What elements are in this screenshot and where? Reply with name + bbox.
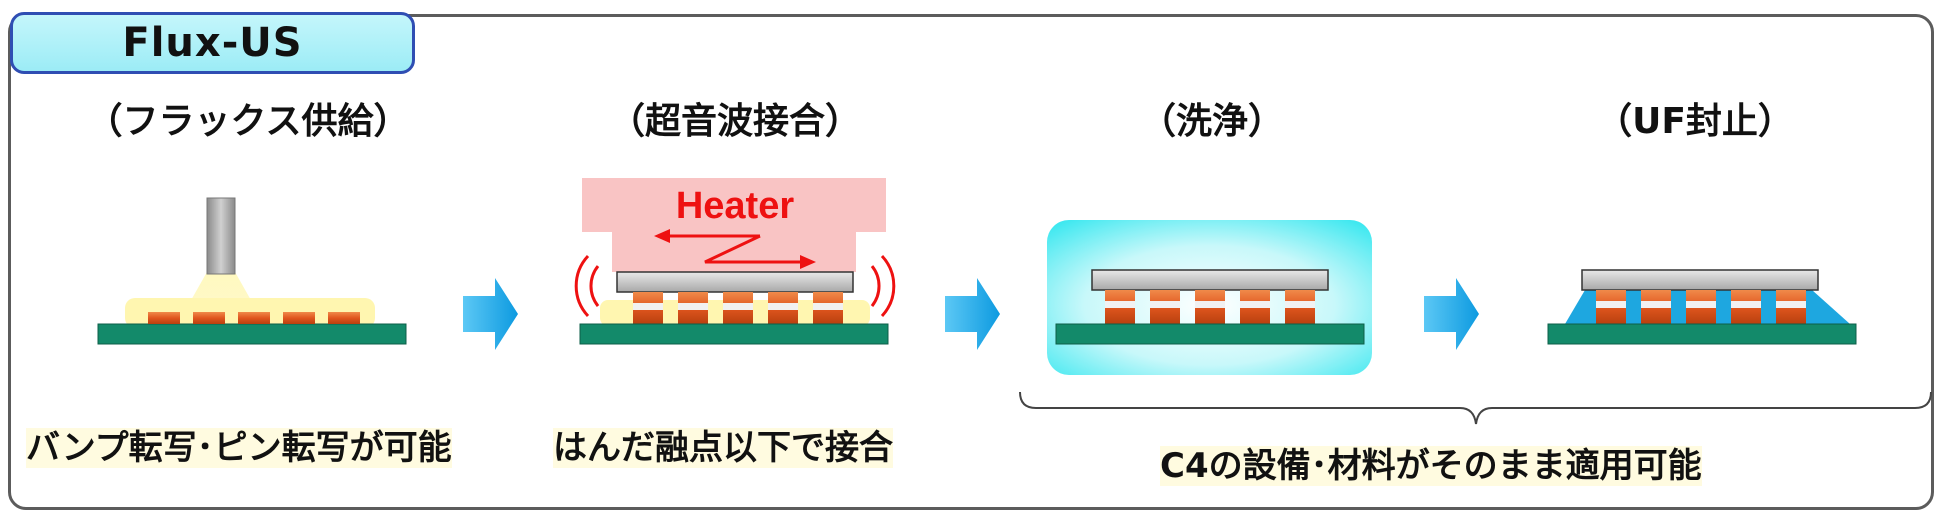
- flux-nozzle: [206, 197, 236, 275]
- substrate: [1055, 323, 1365, 345]
- caption-cleaning-uf: C4の設備･材料がそのまま適用可能: [1160, 446, 1702, 486]
- step2-illustration: Heater: [574, 178, 896, 345]
- chip: [1091, 269, 1329, 291]
- substrate: [1547, 323, 1857, 345]
- solder-bumps: [1105, 290, 1315, 324]
- step1-illustration: [97, 197, 407, 345]
- heater-block: [582, 178, 886, 232]
- ultrasonic-wave-left-icon: [574, 254, 600, 318]
- caption-flux-supply: バンプ転写･ピン転写が可能: [26, 428, 452, 468]
- chip: [616, 271, 854, 293]
- step-label-cleaning: （洗浄）: [1139, 101, 1285, 142]
- step-label-ultrasonic-bonding: （超音波接合）: [608, 101, 862, 142]
- chip: [1581, 269, 1819, 291]
- diagram-frame: [8, 14, 1934, 510]
- substrate: [579, 323, 889, 345]
- title-text: Flux-US: [122, 20, 303, 66]
- step3-illustration: [1047, 220, 1372, 375]
- flux-dispense-beam: [190, 272, 252, 302]
- step-label-flux-supply: （フラックス供給）: [86, 101, 410, 142]
- steps-3-4-bracket: [1019, 391, 1932, 425]
- substrate: [97, 323, 407, 345]
- process-arrow-3: [1424, 278, 1479, 350]
- caption-ultrasonic-bonding: はんだ融点以下で接合: [553, 428, 893, 468]
- heater-label: Heater: [676, 185, 794, 227]
- vibration-arrow: [654, 229, 816, 269]
- step4-illustration: [1547, 269, 1857, 345]
- process-arrow-2: [945, 278, 1000, 350]
- solder-bumps: [1596, 290, 1806, 324]
- process-arrow-1: [463, 278, 518, 350]
- ultrasonic-wave-right-icon: [870, 254, 896, 318]
- bump-pads: [148, 312, 360, 324]
- solder-bumps: [633, 292, 843, 324]
- step-label-uf-sealing: （UF封止）: [1596, 101, 1794, 142]
- title-tab: Flux-US: [10, 12, 415, 74]
